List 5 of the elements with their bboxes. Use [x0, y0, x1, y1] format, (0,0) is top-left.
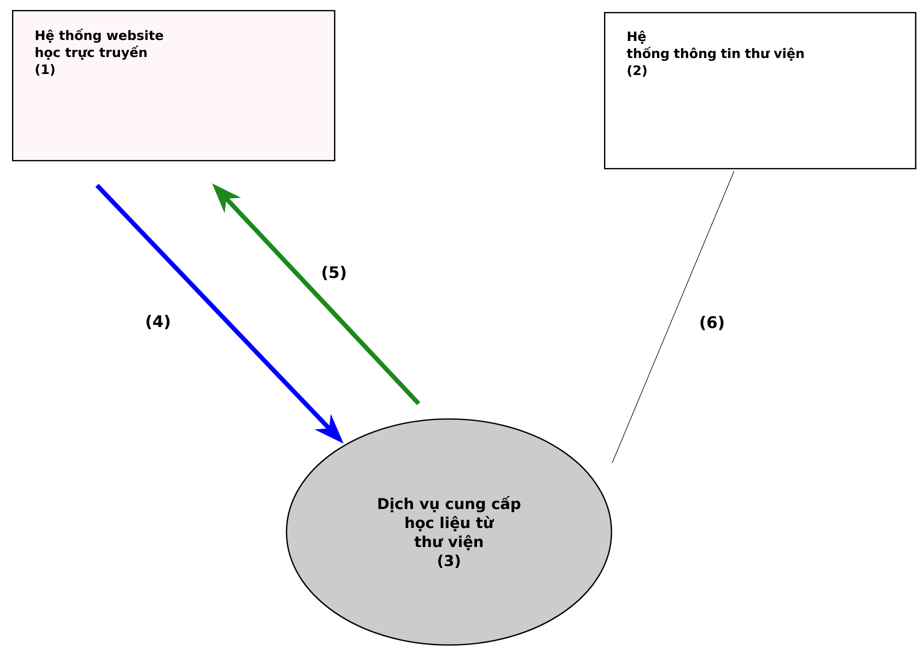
edge-label: (5) [319, 264, 349, 282]
edge-label: (4) [143, 312, 173, 332]
system-box: Hệ thống thông tin thư viện (2) [604, 12, 916, 170]
edge-label: (6) [697, 314, 727, 332]
system-box: Hệ thống website học trực truyến (1) [12, 10, 336, 162]
